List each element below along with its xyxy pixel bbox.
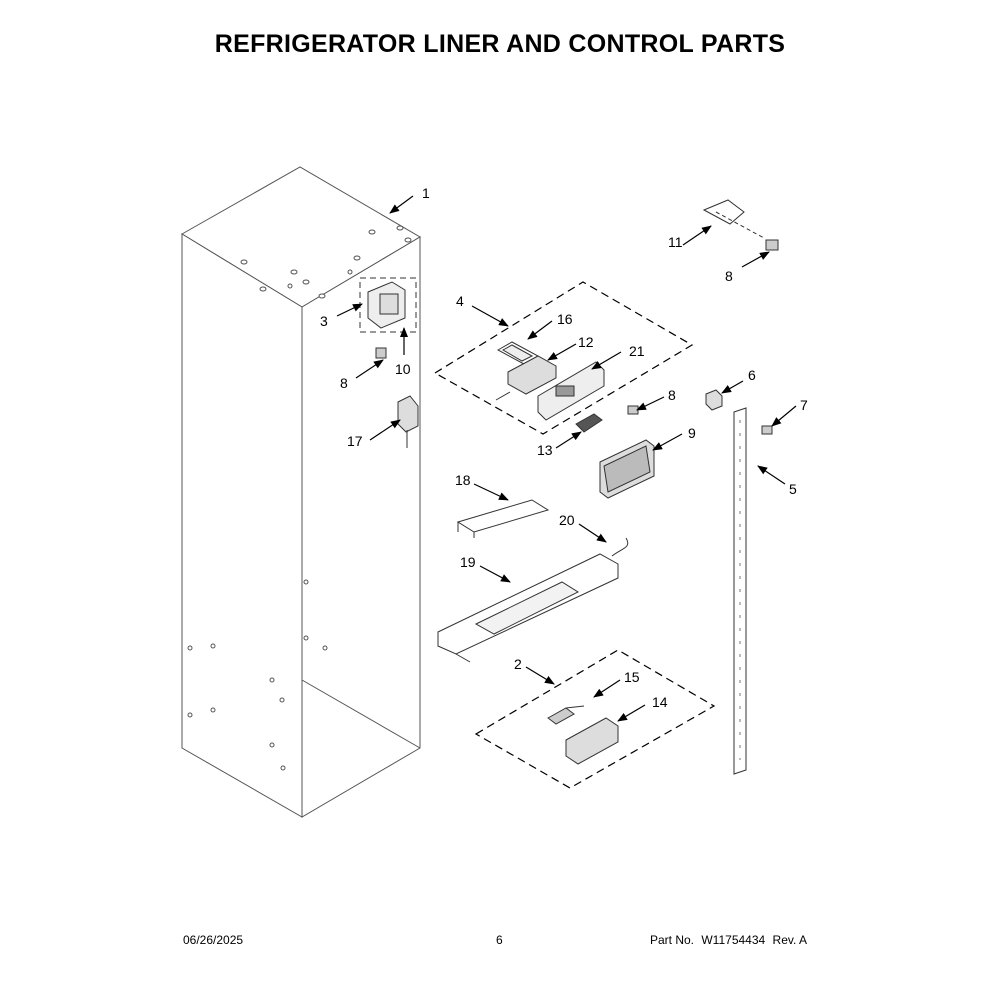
screw-part-8-a xyxy=(375,347,387,359)
callout-20: 20 xyxy=(559,512,575,528)
callout-15: 15 xyxy=(624,669,640,685)
callout-10: 10 xyxy=(395,361,411,377)
filter-part-9 xyxy=(599,439,655,499)
callout-21: 21 xyxy=(629,343,645,359)
callout-18: 18 xyxy=(455,472,471,488)
bulb-part-15 xyxy=(547,705,585,725)
bracket-part-11 xyxy=(702,199,765,239)
callout-4: 4 xyxy=(456,293,464,309)
callout-9: 9 xyxy=(688,425,696,441)
callout-13: 13 xyxy=(537,442,553,458)
housing-part-12 xyxy=(495,355,557,401)
callout-8-a: 8 xyxy=(340,375,348,391)
page-title: REFRIGERATOR LINER AND CONTROL PARTS xyxy=(214,30,786,58)
footer-part-number: W11754434 xyxy=(701,933,766,947)
callout-6: 6 xyxy=(748,367,756,383)
clip-part-6 xyxy=(705,389,723,411)
footer-page-number: 6 xyxy=(496,933,503,947)
light-assembly-group xyxy=(474,649,716,789)
screw-part-7 xyxy=(761,425,773,435)
footer-revision: Rev. A xyxy=(772,933,807,947)
filter-part-13 xyxy=(575,413,603,433)
footer-part-label: Part No. xyxy=(650,933,695,947)
callout-16: 16 xyxy=(557,311,573,327)
callout-labels: 1 2 3 4 5 6 7 8 8 8 8 9 10 11 12 13 14 1… xyxy=(320,185,808,710)
damper-control-box xyxy=(359,277,417,333)
callout-11: 11 xyxy=(668,234,683,250)
control-panel-part-19 xyxy=(437,537,629,663)
callout-8-b: 8 xyxy=(668,387,676,403)
callout-2: 2 xyxy=(514,656,522,672)
footer-date: 06/26/2025 xyxy=(183,933,244,947)
callout-12: 12 xyxy=(578,334,594,350)
footer-part-info: Part No. W11754434 Rev. A xyxy=(650,933,811,947)
gasket-part-16 xyxy=(496,341,540,365)
callout-8-c: 8 xyxy=(725,268,733,284)
callout-1: 1 xyxy=(422,185,430,201)
callout-5: 5 xyxy=(789,481,797,497)
callout-17: 17 xyxy=(347,433,363,449)
callout-19: 19 xyxy=(460,554,476,570)
screw-part-8-c xyxy=(765,239,779,251)
control-housing-group xyxy=(433,281,694,435)
rail-part-5 xyxy=(733,407,747,775)
callout-7: 7 xyxy=(800,397,808,413)
screw-part-8-b xyxy=(627,405,639,415)
callout-14: 14 xyxy=(652,694,668,710)
callout-3: 3 xyxy=(320,313,328,329)
leader-lines xyxy=(336,195,797,722)
cover-part-18 xyxy=(456,499,550,538)
lens-part-14 xyxy=(565,717,619,765)
liner-cabinet xyxy=(181,166,421,818)
